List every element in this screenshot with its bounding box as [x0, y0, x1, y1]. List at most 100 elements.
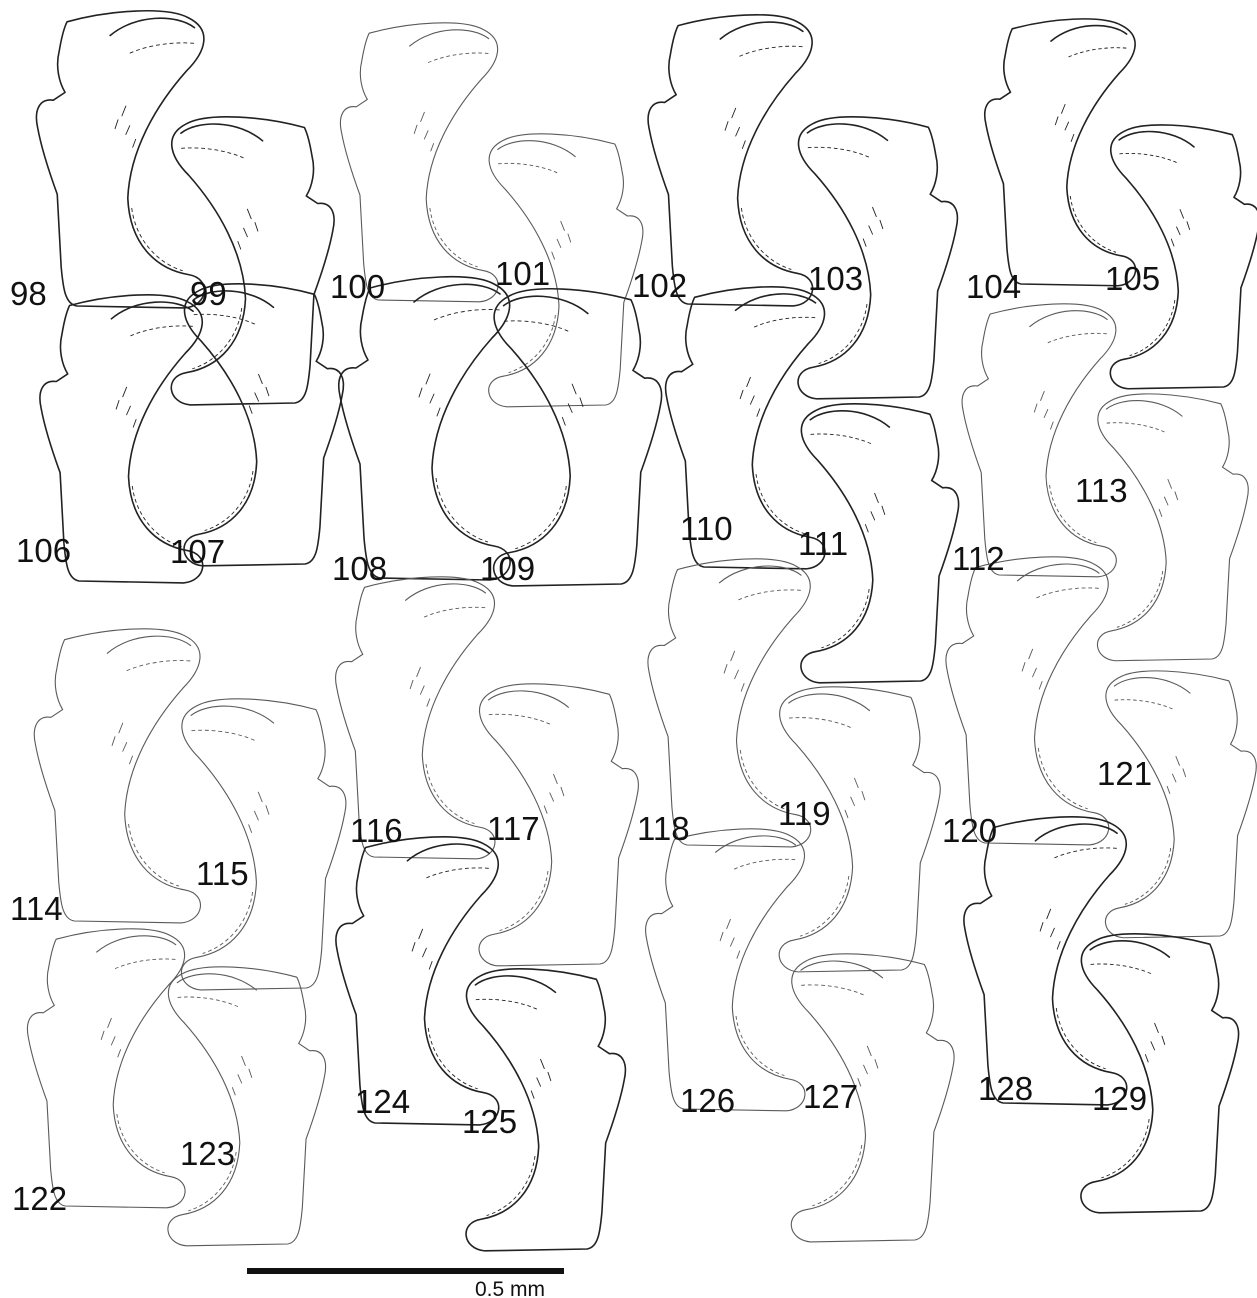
- figure-number-label: 116: [350, 812, 403, 849]
- appendage-outline: [645, 828, 806, 1112]
- dashed-line: [433, 309, 501, 321]
- inner-dashed-line: [486, 1155, 536, 1216]
- apical-cap-line: [413, 283, 501, 303]
- figure-number-label: 125: [462, 1103, 517, 1140]
- inner-dashed-line: [812, 1144, 863, 1207]
- appendage-figure: [945, 556, 1110, 846]
- dashed-line: [753, 316, 816, 328]
- inner-dashed-line: [188, 1151, 237, 1212]
- inner-dashed-line: [128, 823, 180, 887]
- figure-number-label: 126: [680, 1082, 735, 1119]
- setae-marks: [248, 791, 270, 833]
- appendage-outline: [647, 14, 814, 307]
- figure-number-label: 108: [332, 550, 387, 587]
- setae-marks: [1144, 1022, 1166, 1063]
- inner-dashed-line: [202, 891, 254, 954]
- appendage-figure: [488, 133, 644, 408]
- apical-cap-line: [1029, 310, 1108, 328]
- appendage-outline: [488, 133, 644, 408]
- inner-dashed-line: [799, 875, 850, 937]
- setae-marks: [115, 386, 137, 428]
- appendage-outline: [492, 287, 663, 587]
- appendage-figure: [465, 968, 627, 1252]
- dashed-line: [129, 42, 195, 54]
- inner-dashed-line: [1069, 195, 1117, 253]
- apical-cap-line: [1034, 823, 1118, 842]
- apical-cap-line: [487, 690, 569, 708]
- appendage-figure: [963, 816, 1128, 1106]
- dashed-line: [1114, 699, 1173, 710]
- appendage-figure: [664, 286, 826, 570]
- figure-number-label: 123: [180, 1135, 235, 1172]
- appendage-outline: [335, 836, 500, 1126]
- inner-dashed-line: [739, 749, 790, 812]
- appendage-outline: [180, 698, 347, 991]
- appendage-figure: [339, 22, 499, 303]
- apical-cap-line: [176, 973, 257, 991]
- figure-number-label: 119: [778, 795, 831, 832]
- appendage-outline: [647, 558, 812, 848]
- figure-number-label: 122: [12, 1180, 67, 1217]
- apical-cap-line: [109, 17, 196, 37]
- inner-dashed-line: [1055, 1007, 1106, 1070]
- inner-dashed-line: [204, 470, 254, 531]
- apical-cap-line: [406, 843, 490, 862]
- appendage-figure: [961, 303, 1117, 578]
- figure-number-label: 117: [487, 810, 540, 847]
- apical-cap-line: [1105, 400, 1183, 417]
- appendage-figure: [800, 403, 960, 684]
- appendage-outline: [800, 403, 960, 684]
- apical-cap-line: [719, 21, 804, 40]
- inner-dashed-line: [425, 763, 475, 824]
- setae-marks: [551, 220, 572, 260]
- figure-number-label: 100: [330, 268, 385, 305]
- figure-number-label: 114: [10, 890, 63, 927]
- setae-marks: [543, 773, 565, 814]
- dashed-line: [1106, 422, 1165, 433]
- dashed-line: [1054, 847, 1118, 859]
- appendage-figure: [183, 283, 345, 567]
- apical-cap-line: [715, 835, 797, 853]
- dashed-line: [114, 958, 176, 970]
- appendage-outline: [797, 116, 959, 400]
- appendage-figure: [790, 953, 955, 1243]
- inner-dashed-line: [1116, 570, 1164, 628]
- figure-number-label: 129: [1092, 1080, 1147, 1117]
- setae-marks: [1170, 209, 1191, 247]
- inner-dashed-line: [755, 473, 805, 534]
- appendage-figure: [338, 275, 511, 581]
- figure-number-label: 98: [10, 275, 47, 312]
- setae-marks: [561, 383, 584, 426]
- appendage-outline: [26, 928, 186, 1209]
- figure-number-label: 124: [355, 1083, 410, 1120]
- setae-marks: [237, 208, 259, 250]
- figure-number-label: 102: [632, 267, 687, 304]
- dashed-line: [426, 867, 490, 879]
- appendage-outline: [984, 18, 1137, 287]
- inner-dashed-line: [508, 314, 556, 374]
- dashed-line: [788, 717, 851, 728]
- inner-dashed-line: [131, 485, 182, 548]
- apical-cap-line: [192, 290, 275, 309]
- dashed-line: [1036, 587, 1100, 599]
- setae-marks: [231, 1055, 253, 1096]
- figure-number-label: 115: [196, 855, 249, 892]
- inner-dashed-line: [116, 1113, 165, 1174]
- figure-number-label: 107: [170, 533, 225, 570]
- apical-cap-line: [1050, 24, 1128, 42]
- figure-number-label: 105: [1105, 260, 1160, 297]
- apical-cap-line: [806, 123, 889, 142]
- setae-marks: [857, 1045, 879, 1087]
- apical-cap-line: [409, 29, 490, 47]
- dashed-line: [1090, 963, 1152, 975]
- inner-dashed-line: [429, 207, 478, 268]
- figure-number-label: 111: [798, 525, 848, 562]
- appendage-outline: [338, 275, 511, 581]
- dashed-line: [497, 162, 558, 174]
- dashed-line: [733, 858, 796, 870]
- appendage-figure: [167, 966, 327, 1247]
- apical-cap-line: [734, 293, 817, 312]
- appendage-outline: [1104, 670, 1257, 939]
- figure-number-label: 127: [803, 1078, 858, 1115]
